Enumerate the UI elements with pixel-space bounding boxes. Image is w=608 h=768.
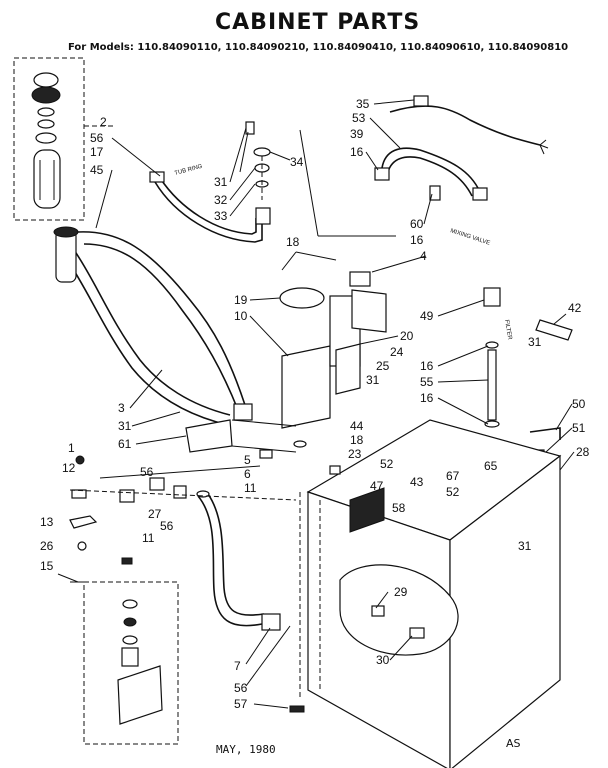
callout-12: 12 [62, 461, 76, 475]
callout-60: 60 [410, 217, 424, 231]
callout-49: 49 [420, 309, 434, 323]
callout-35: 35 [356, 97, 370, 111]
filter-label: FILTER [503, 319, 513, 341]
callout-51: 51 [572, 421, 586, 435]
callout-31c: 31 [366, 373, 380, 387]
callout-47: 47 [370, 479, 384, 493]
callout-31d: 31 [118, 419, 132, 433]
callout-16c: 16 [420, 359, 434, 373]
mixing-valve-label: MIXING VALVE [449, 228, 490, 247]
callout-10: 10 [234, 309, 248, 323]
page-title: CABINET PARTS [215, 10, 421, 35]
callout-45: 45 [90, 163, 104, 177]
callout-29: 29 [394, 585, 408, 599]
power-cord-35 [389, 95, 549, 155]
part-callouts: 2 56 17 45 31 32 33 34 35 53 39 16 60 16… [40, 97, 590, 711]
callout-6: 6 [244, 467, 251, 481]
callout-1: 1 [68, 441, 75, 455]
callout-57: 57 [234, 697, 248, 711]
callout-32: 32 [214, 193, 228, 207]
callout-16a: 16 [350, 145, 364, 159]
callout-19: 19 [234, 293, 248, 307]
callout-39: 39 [350, 127, 364, 141]
callout-56d: 56 [234, 681, 248, 695]
callout-42: 42 [568, 301, 582, 315]
callout-67: 67 [446, 469, 460, 483]
callout-31: 31 [214, 175, 228, 189]
bracket-42 [535, 319, 573, 341]
callout-30: 30 [376, 653, 390, 667]
callout-13: 13 [40, 515, 54, 529]
callout-4: 4 [420, 249, 427, 263]
callout-16b: 16 [410, 233, 424, 247]
callout-16d: 16 [420, 391, 434, 405]
callout-18a: 18 [286, 235, 300, 249]
callout-20: 20 [400, 329, 414, 343]
callout-25: 25 [376, 359, 390, 373]
callout-5: 5 [244, 453, 251, 467]
callout-33: 33 [214, 209, 228, 223]
page-code: AS [506, 737, 521, 750]
model-list: For Models: 110.84090110, 110.84090210, … [68, 42, 569, 53]
callout-18b: 18 [350, 433, 364, 447]
drain-hose-45 [53, 226, 253, 426]
revision-date: MAY, 1980 [216, 743, 276, 756]
mounting-plate-61 [185, 419, 297, 453]
callout-11b: 11 [142, 531, 155, 545]
callout-28: 28 [576, 445, 590, 459]
callout-23: 23 [348, 447, 362, 461]
callout-2: 2 [100, 115, 107, 129]
callout-56: 56 [90, 131, 104, 145]
callout-65: 65 [484, 459, 498, 473]
cabinet-28 [299, 419, 562, 768]
callout-56c: 56 [160, 519, 174, 533]
callout-26: 26 [40, 539, 54, 553]
filter-rod-55: FILTER [483, 287, 513, 428]
callout-15: 15 [40, 559, 54, 573]
callout-34: 34 [290, 155, 304, 169]
callout-58: 58 [392, 501, 406, 515]
callout-50: 50 [572, 397, 586, 411]
callout-3: 3 [118, 401, 125, 415]
callout-44: 44 [350, 419, 364, 433]
leader-lines [57, 99, 575, 709]
callout-53: 53 [352, 111, 366, 125]
screws [69, 440, 341, 713]
filter-assembly-2 [13, 57, 114, 221]
callout-31b: 31 [528, 335, 542, 349]
callout-43: 43 [410, 475, 424, 489]
tub-ring-label: TUB RING [174, 164, 204, 177]
callout-61: 61 [118, 437, 132, 451]
callout-56b: 56 [140, 465, 154, 479]
callout-27: 27 [148, 507, 162, 521]
timer-bracket-assembly [279, 271, 387, 429]
callout-55: 55 [420, 375, 434, 389]
callout-7: 7 [234, 659, 241, 673]
callout-17: 17 [90, 145, 104, 159]
callout-31e: 31 [518, 539, 532, 553]
callout-52a: 52 [380, 457, 394, 471]
callout-24: 24 [390, 345, 404, 359]
callout-11a: 11 [244, 481, 257, 495]
pump-assembly-15 [70, 581, 179, 745]
pump-hose-7 [196, 490, 281, 631]
callout-52b: 52 [446, 485, 460, 499]
tub-ring-hose-17: TUB RING [149, 164, 271, 243]
fill-hose-39: MIXING VALVE [299, 129, 491, 247]
